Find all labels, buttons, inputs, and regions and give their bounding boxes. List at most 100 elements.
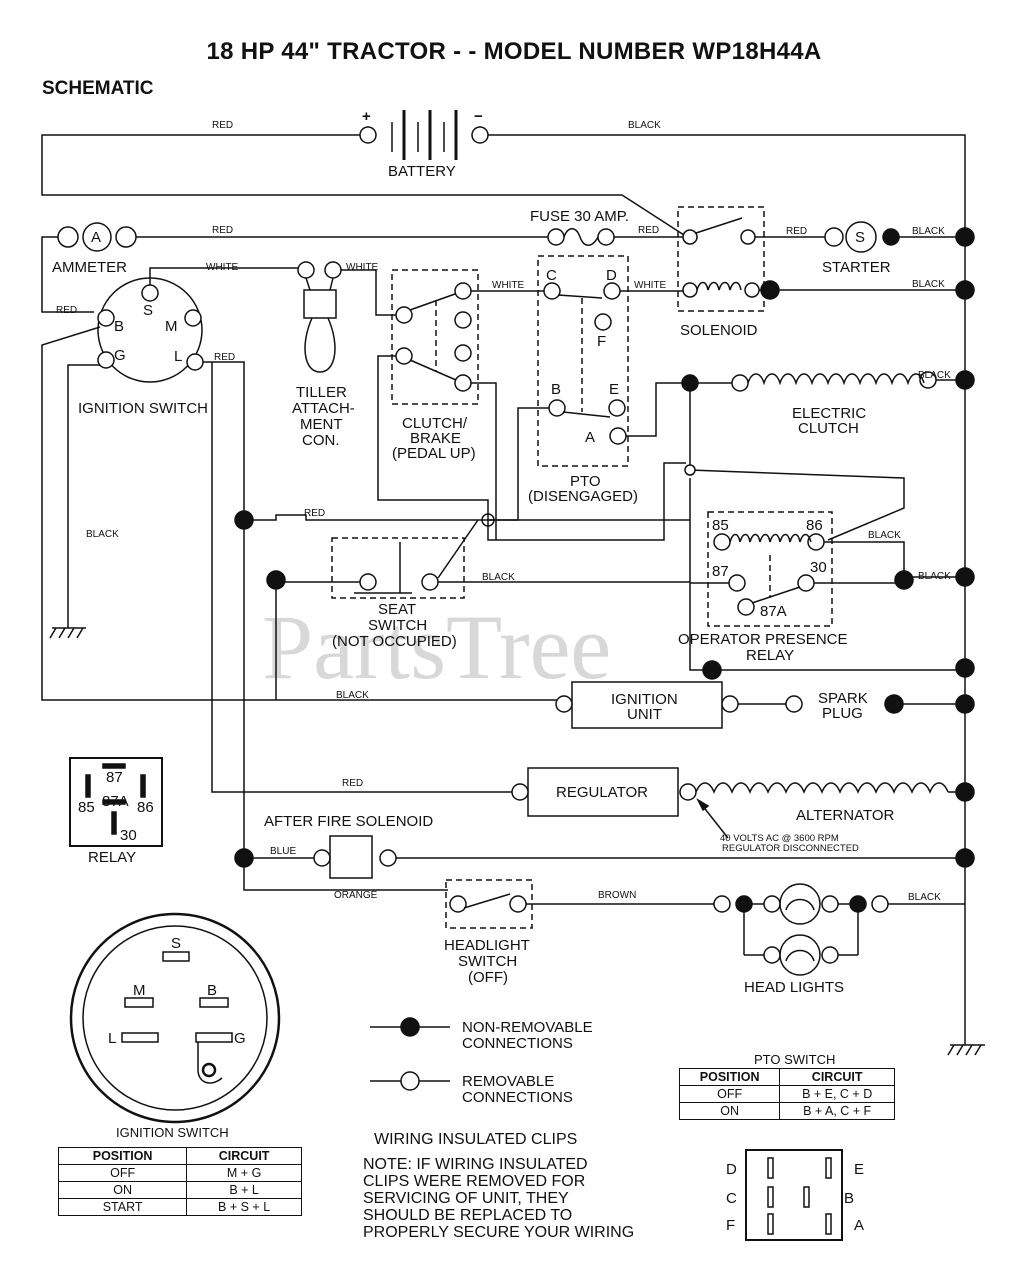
page-title: 18 HP 44" TRACTOR - - MODEL NUMBER WP18H… (206, 38, 822, 65)
clutch-brake-switch: CLUTCH/ BRAKE (PEDAL UP) (391, 269, 479, 462)
schematic-subtitle: SCHEMATIC (42, 78, 154, 99)
relay-label: RELAY (88, 849, 136, 866)
watermark: PartsTree (262, 596, 611, 698)
ground-symbol-left (49, 627, 86, 639)
svg-text:A: A (854, 1217, 864, 1234)
svg-text:BLACK: BLACK (912, 279, 945, 290)
svg-text:WHITE: WHITE (492, 280, 525, 291)
ignition-switch-label: IGNITION SWITCH (78, 400, 208, 417)
svg-text:86: 86 (806, 517, 823, 534)
svg-text:CONNECTIONS: CONNECTIONS (462, 1089, 573, 1106)
svg-text:A: A (585, 429, 595, 446)
svg-text:C: C (546, 267, 557, 284)
electric-clutch: ELECTRIC CLUTCH (681, 371, 937, 437)
svg-text:BRAKE: BRAKE (410, 430, 461, 447)
svg-text:87A: 87A (760, 603, 787, 620)
svg-text:M: M (133, 982, 146, 999)
svg-text:RED: RED (638, 225, 659, 236)
tiller-attachment-connector: TILLER ATTACH- MENT CON. (292, 261, 355, 449)
ground-bus-nodes (760, 227, 975, 868)
svg-text:D: D (726, 1161, 737, 1178)
pto-table-caption: PTO SWITCH (754, 1052, 836, 1067)
battery: + − BATTERY (359, 108, 489, 180)
svg-text:WHITE: WHITE (206, 262, 239, 273)
svg-text:SEAT: SEAT (378, 601, 416, 618)
note-caption: WIRING INSULATED CLIPS (374, 1131, 578, 1148)
svg-text:WHITE: WHITE (346, 262, 379, 273)
svg-text:REGULATOR DISCONNECTED: REGULATOR DISCONNECTED (722, 843, 859, 854)
svg-text:86: 86 (137, 799, 154, 816)
starter-symbol: S (855, 229, 865, 246)
svg-text:RED: RED (342, 778, 363, 789)
svg-text:B: B (844, 1190, 854, 1207)
svg-text:BLACK: BLACK (868, 530, 901, 541)
wiring-note: NOTE: IF WIRING INSULATED CLIPS WERE REM… (363, 1156, 635, 1241)
pto-switch: C D F B E A PTO (DISENGAGED) (528, 255, 638, 505)
svg-text:BLACK: BLACK (908, 892, 941, 903)
svg-text:REMOVABLE: REMOVABLE (462, 1073, 554, 1090)
after-fire-solenoid: AFTER FIRE SOLENOID (264, 813, 433, 879)
head-lights: HEAD LIGHTS (713, 883, 889, 996)
svg-text:MENT: MENT (300, 416, 343, 433)
headlight-switch: HEADLIGHT SWITCH (OFF) (444, 879, 533, 986)
svg-text:ELECTRIC: ELECTRIC (792, 405, 866, 422)
svg-text:AFTER FIRE SOLENOID: AFTER FIRE SOLENOID (264, 813, 433, 830)
svg-text:ATTACH-: ATTACH- (292, 400, 355, 417)
solenoid: SOLENOID (677, 206, 765, 339)
svg-text:85: 85 (712, 517, 729, 534)
svg-text:CLUTCH: CLUTCH (798, 420, 859, 437)
fuse-label: FUSE 30 AMP. (530, 208, 629, 225)
svg-text:85: 85 (78, 799, 95, 816)
svg-text:87A: 87A (102, 793, 129, 810)
svg-text:NON-REMOVABLE: NON-REMOVABLE (462, 1019, 593, 1036)
svg-text:CLUTCH/: CLUTCH/ (402, 415, 468, 432)
svg-text:CON.: CON. (302, 432, 340, 449)
legend: NON-REMOVABLE CONNECTIONS REMOVABLE CONN… (370, 1017, 593, 1106)
svg-text:F: F (597, 333, 606, 350)
svg-text:PLUG: PLUG (822, 705, 863, 722)
svg-text:(DISENGAGED): (DISENGAGED) (528, 488, 638, 505)
regulator: REGULATOR (511, 767, 697, 817)
svg-text:B: B (551, 381, 561, 398)
svg-text:BLACK: BLACK (482, 572, 515, 583)
operator-presence-relay: 85 86 87 30 87A OPERATOR PRESENCE RELAY (678, 511, 847, 664)
ammeter-symbol: A (91, 229, 101, 246)
svg-text:BLACK: BLACK (918, 370, 951, 381)
wire-black-label: BLACK (628, 120, 661, 131)
svg-text:G: G (234, 1030, 246, 1047)
svg-text:RED: RED (786, 226, 807, 237)
ground-symbol-right (947, 1044, 985, 1056)
svg-text:E: E (609, 381, 619, 398)
svg-text:HEAD LIGHTS: HEAD LIGHTS (744, 979, 844, 996)
svg-text:L: L (174, 348, 182, 365)
svg-text:S: S (171, 935, 181, 952)
relay-pinout: 87 85 86 87A 30 RELAY (69, 757, 163, 866)
svg-text:PTO: PTO (570, 473, 601, 490)
svg-text:ALTERNATOR: ALTERNATOR (796, 807, 895, 824)
svg-text:F: F (726, 1217, 735, 1234)
ignition-switch-face: S M B L G (69, 912, 281, 1124)
svg-text:WHITE: WHITE (634, 280, 667, 291)
svg-text:HEADLIGHT: HEADLIGHT (444, 937, 530, 954)
svg-text:SWITCH: SWITCH (368, 617, 427, 634)
ignition-switch: B S M G L IGNITION SWITCH (78, 277, 208, 417)
svg-text:RED: RED (214, 352, 235, 363)
svg-text:40 VOLTS AC @ 3600 RPM: 40 VOLTS AC @ 3600 RPM (720, 833, 839, 844)
svg-text:UNIT: UNIT (627, 706, 662, 723)
battery-negative: − (474, 108, 483, 125)
svg-text:C: C (726, 1190, 737, 1207)
svg-text:BLACK: BLACK (918, 571, 951, 582)
ammeter-label: AMMETER (52, 259, 127, 276)
svg-text:BLACK: BLACK (86, 529, 119, 540)
svg-text:RED: RED (56, 305, 77, 316)
svg-text:87: 87 (106, 769, 123, 786)
svg-text:(OFF): (OFF) (468, 969, 508, 986)
svg-text:B: B (114, 318, 124, 335)
svg-text:TILLER: TILLER (296, 384, 347, 401)
svg-text:BROWN: BROWN (598, 890, 636, 901)
svg-text:RELAY: RELAY (746, 647, 794, 664)
svg-text:BLACK: BLACK (912, 226, 945, 237)
